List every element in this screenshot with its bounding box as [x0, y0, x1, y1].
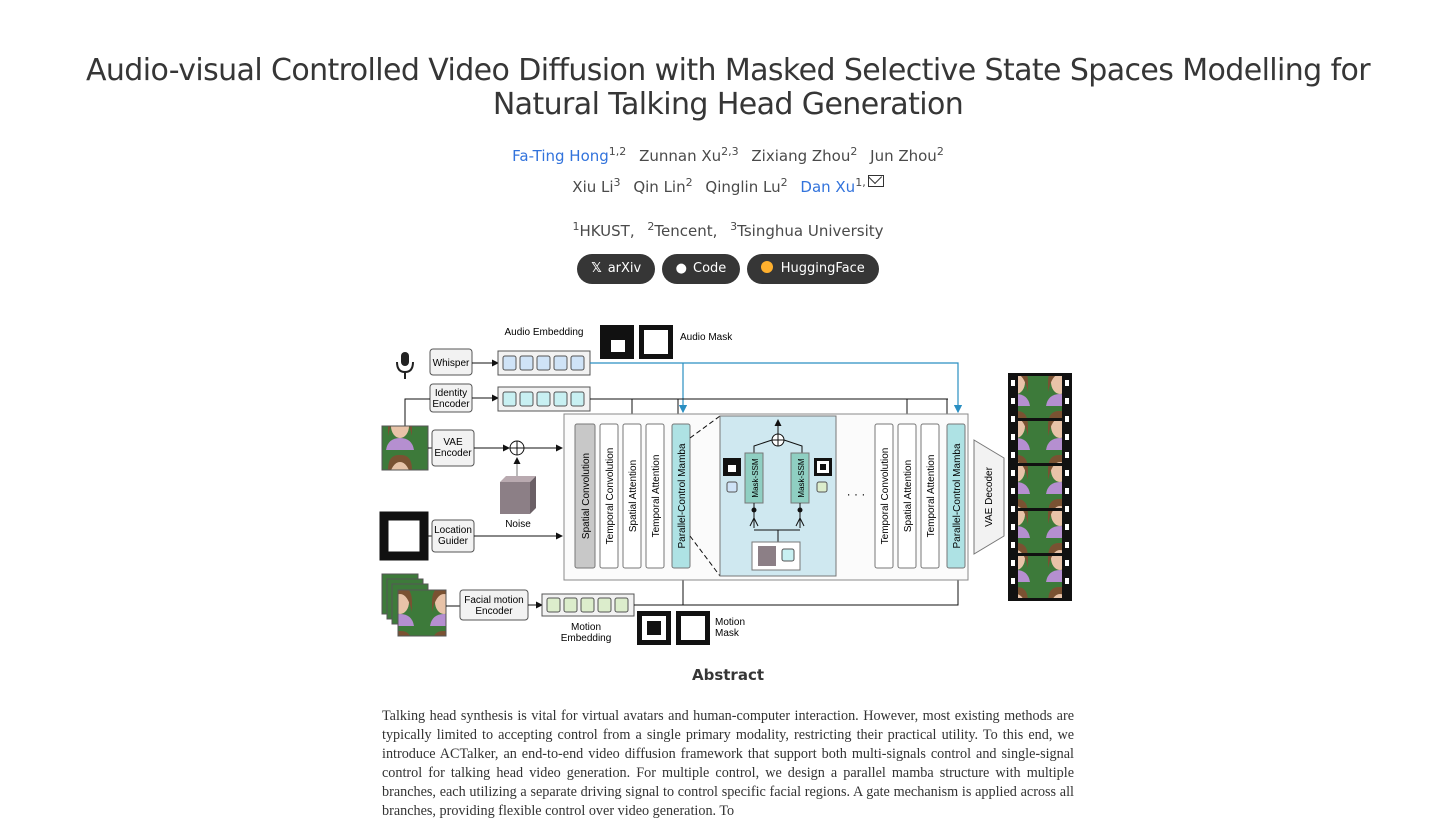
whisper-label: Whisper — [433, 358, 470, 369]
author-dan-xu[interactable]: Dan Xu1, — [800, 175, 884, 196]
mask-ssm-label-2: Mask-SSM — [797, 458, 806, 497]
huggingface-icon — [760, 261, 773, 273]
architecture-figure: Whisper Audio Embedding Audio Mask Ident… — [379, 325, 1072, 645]
author-jun-zhou: Jun Zhou2 — [870, 145, 944, 165]
author-link[interactable]: Dan Xu — [800, 178, 856, 196]
spatial-attention-label-2: Spatial Attention — [903, 460, 914, 532]
audio-mask-label: Audio Mask — [680, 332, 733, 343]
reference-image — [381, 425, 429, 471]
parallel-control-mamba-label-2: Parallel-Control Mamba — [952, 443, 963, 548]
spatial-convolution-label: Spatial Convolution — [581, 453, 592, 539]
author-zunnan-xu: Zunnan Xu2,3 — [639, 145, 739, 165]
audio-embedding-label: Audio Embedding — [505, 327, 584, 338]
code-button[interactable]: ●Code — [661, 254, 741, 284]
mail-icon[interactable] — [867, 175, 884, 187]
spatial-convolution-layer — [574, 423, 596, 569]
vae-decoder-label: VAE Decoder — [984, 466, 995, 527]
author-xiu-li: Xiu Li3 — [572, 176, 621, 196]
author-zixiang-zhou: Zixiang Zhou2 — [751, 145, 858, 165]
huggingface-button[interactable]: HuggingFace — [746, 254, 879, 284]
mask-ssm-label-1: Mask-SSM — [751, 458, 760, 497]
affiliation-hkust: 1HKUST, — [572, 220, 635, 240]
motion-frames — [381, 573, 447, 637]
temporal-convolution-label: Temporal Convolution — [605, 448, 616, 545]
author-qin-lin: Qin Lin2 — [633, 176, 693, 196]
abstract-text: Talking head synthesis is vital for virt… — [382, 708, 1074, 819]
author-qinglin-lu: Qinglin Lu2 — [705, 176, 788, 196]
ellipsis: · · · — [847, 487, 866, 501]
temporal-convolution-label-2: Temporal Convolution — [880, 448, 891, 545]
vae-decoder-box — [973, 439, 1005, 555]
microphone-icon — [396, 352, 414, 379]
affiliation-tsinghua: 3Tsinghua University — [730, 220, 884, 240]
github-icon: ● — [675, 261, 688, 276]
audio-mask-icon — [600, 325, 673, 359]
noise-cube — [500, 476, 536, 514]
author-fa-ting-hong[interactable]: Fa-Ting Hong1,2 — [512, 145, 627, 165]
noise-label: Noise — [505, 519, 531, 530]
temporal-attention-label: Temporal Attention — [651, 455, 662, 538]
temporal-attention-label-2: Temporal Attention — [926, 455, 937, 538]
location-mask-icon — [379, 511, 429, 561]
whisper-box — [429, 348, 473, 376]
spatial-attention-label: Spatial Attention — [628, 460, 639, 532]
motion-mask-icon — [637, 611, 710, 645]
page-title: Audio-visual Controlled Video Diffusion … — [85, 53, 1371, 122]
parallel-control-mamba-label: Parallel-Control Mamba — [677, 443, 688, 548]
output-video-filmstrip — [1008, 373, 1072, 601]
author-link[interactable]: Fa-Ting Hong — [512, 147, 609, 165]
affiliation-tencent: 2Tencent, — [647, 220, 718, 240]
x-icon: 𝕏 — [591, 261, 602, 276]
affiliations: 1HKUST, 2Tencent, 3Tsinghua University — [0, 220, 1456, 240]
authors-row-1: Fa-Ting Hong1,2 Zunnan Xu2,3 Zixiang Zho… — [0, 145, 1456, 165]
authors-row-2: Xiu Li3 Qin Lin2 Qinglin Lu2 Dan Xu1, — [0, 175, 1456, 196]
abstract-heading: Abstract — [691, 666, 765, 684]
